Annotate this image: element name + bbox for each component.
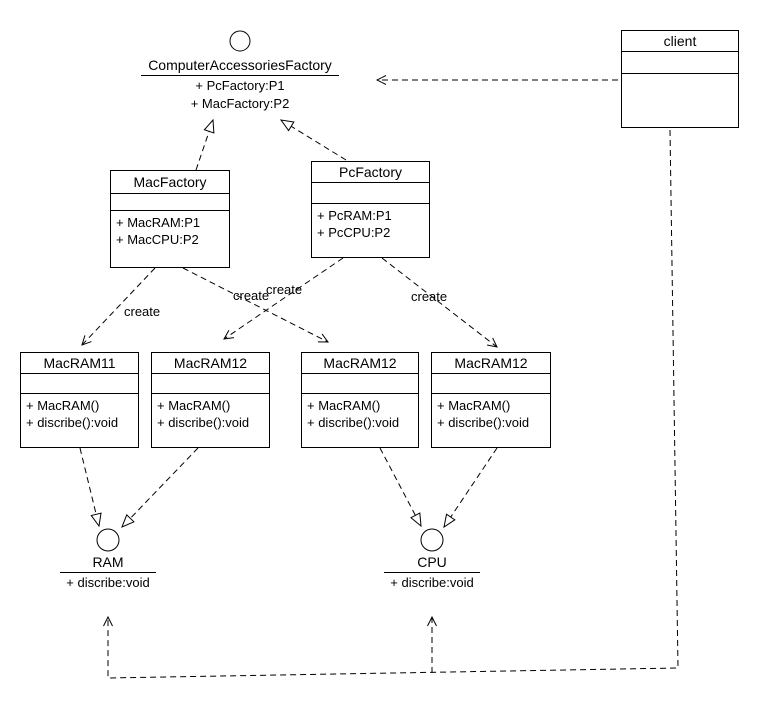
interface-member: + MacFactory:P2 (190, 96, 290, 111)
class-methods-compartment: + MacRAM() + discribe():void (432, 394, 550, 447)
create-label: create (411, 289, 448, 304)
ram-interface-circle (96, 528, 120, 552)
interface-computer-accessories-factory: ComputerAccessoriesFactory + PcFactory:P… (141, 57, 339, 112)
create-label: create (124, 304, 161, 319)
method-line: + discribe():void (157, 415, 250, 430)
class-box-macram12-a: MacRAM12 + MacRAM() + discribe():void (151, 352, 270, 448)
class-box-macfactory: MacFactory + MacRAM:P1 + MacCPU:P2 (110, 170, 230, 268)
method-line: + discribe():void (26, 415, 119, 430)
class-attributes-compartment (302, 374, 418, 394)
class-box-macram11: MacRAM11 + MacRAM() + discribe():void (20, 352, 139, 448)
class-attributes-compartment (312, 183, 429, 204)
class-title: MacRAM12 (152, 353, 269, 374)
class-title: MacFactory (111, 171, 229, 194)
class-attributes-compartment (622, 52, 738, 74)
class-attributes-compartment (21, 374, 138, 394)
interface-member: + discribe:void (390, 575, 474, 590)
realization-macram12b-to-cpu-interface (379, 447, 422, 528)
create-edge-pcfactory-to-macram12c (381, 257, 498, 348)
class-methods-compartment: + PcRAM:P1 + PcCPU:P2 (312, 204, 429, 257)
method-line: + MacRAM() (437, 398, 511, 413)
interface-name: CPU (384, 554, 480, 573)
dependency-client-to-ram-interface (103, 129, 679, 679)
interface-name: RAM (60, 554, 156, 573)
class-title: client (622, 31, 738, 52)
create-edge-pcfactory-to-macram12a (223, 257, 344, 340)
realization-macram12c-to-cpu-interface (443, 447, 498, 529)
class-methods-compartment (622, 74, 738, 127)
interface-member: + PcFactory:P1 (195, 78, 285, 93)
cpu-interface-circle (420, 528, 444, 552)
class-methods-compartment: + MacRAM:P1 + MacCPU:P2 (111, 211, 229, 267)
realization-macram11-to-ram-interface (79, 447, 102, 528)
method-line: + discribe():void (307, 415, 400, 430)
method-line: + discribe():void (437, 415, 530, 430)
class-title: PcFactory (312, 162, 429, 183)
method-line: + MacRAM:P1 (116, 215, 201, 230)
method-line: + PcRAM:P1 (317, 208, 392, 223)
factory-interface-circle (229, 30, 251, 52)
create-edge-macfactory-to-macram11 (81, 267, 156, 346)
class-attributes-compartment (432, 374, 550, 394)
realization-pcfactory-to-factory-interface (279, 119, 347, 161)
class-box-client: client (621, 30, 739, 128)
class-title: MacRAM12 (302, 353, 418, 374)
class-methods-compartment: + MacRAM() + discribe():void (152, 394, 269, 447)
method-line: + MacCPU:P2 (116, 232, 199, 247)
realization-macfactory-to-factory-interface (195, 118, 215, 171)
interface-cpu: CPU + discribe:void (364, 554, 500, 591)
interface-member: + discribe:void (66, 575, 150, 590)
method-line: + PcCPU:P2 (317, 225, 391, 240)
create-label: create (233, 288, 270, 303)
method-line: + MacRAM() (26, 398, 100, 413)
class-title: MacRAM12 (432, 353, 550, 374)
interface-name: ComputerAccessoriesFactory (141, 57, 339, 76)
class-box-pcfactory: PcFactory + PcRAM:P1 + PcCPU:P2 (311, 161, 430, 258)
class-title: MacRAM11 (21, 353, 138, 374)
realization-macram12a-to-ram-interface (121, 447, 199, 528)
class-attributes-compartment (111, 194, 229, 211)
create-edge-macfactory-to-macram12b (182, 267, 329, 343)
class-box-macram12-c: MacRAM12 + MacRAM() + discribe():void (431, 352, 551, 448)
create-label: create (266, 282, 303, 297)
method-line: + MacRAM() (157, 398, 231, 413)
class-box-macram12-b: MacRAM12 + MacRAM() + discribe():void (301, 352, 419, 448)
interface-ram: RAM + discribe:void (40, 554, 176, 591)
class-methods-compartment: + MacRAM() + discribe():void (302, 394, 418, 447)
class-methods-compartment: + MacRAM() + discribe():void (21, 394, 138, 447)
method-line: + MacRAM() (307, 398, 381, 413)
class-attributes-compartment (152, 374, 269, 394)
